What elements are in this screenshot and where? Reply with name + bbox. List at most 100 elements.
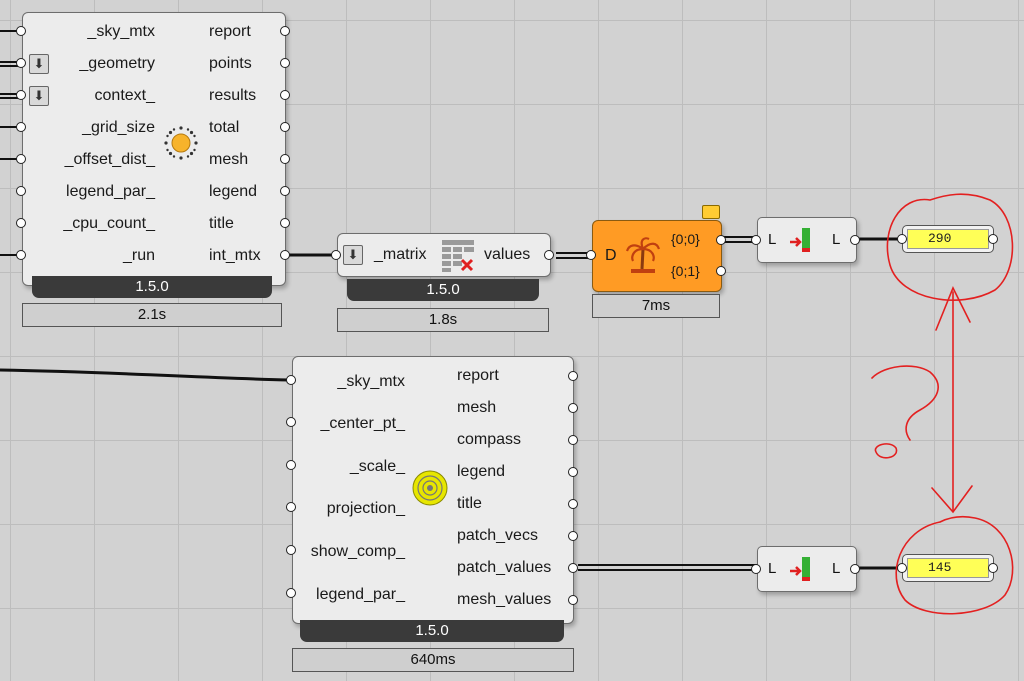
panel-top[interactable]: 290 [902,225,994,253]
sky-dome-icon [412,470,448,506]
output-title[interactable]: title [209,215,234,232]
input-context[interactable]: context_ [94,87,155,104]
port-in-legend-par[interactable] [286,588,296,598]
port-in-run[interactable] [16,250,26,260]
annotation-question-mark [871,365,939,441]
list-length-component-bottom[interactable]: L L [757,546,857,592]
port-in-d[interactable] [586,250,596,260]
input-sky-mtx[interactable]: _sky_mtx [337,373,405,390]
input-l[interactable]: L [768,231,777,248]
warning-flag-icon[interactable] [702,205,720,219]
output-l[interactable]: L [832,231,841,248]
port-out-mesh[interactable] [280,154,290,164]
port-panel-out[interactable] [988,563,998,573]
port-out-title[interactable] [280,218,290,228]
output-values[interactable]: values [484,246,531,263]
port-out-patch-values[interactable] [568,563,578,573]
port-in-show-comp[interactable] [286,545,296,555]
port-in-l[interactable] [751,235,761,245]
output-legend[interactable]: legend [209,183,258,200]
port-panel-in[interactable] [897,234,907,244]
input-scale[interactable]: _scale_ [349,458,405,475]
output-title[interactable]: title [457,495,482,512]
port-out-title[interactable] [568,499,578,509]
port-in-geometry[interactable] [16,58,26,68]
input-matrix[interactable]: _matrix [374,246,427,263]
input-grid-size[interactable]: _grid_size [82,119,155,136]
output-l[interactable]: L [832,560,841,577]
output-patch-values[interactable]: patch_values [457,559,552,576]
input-center-pt[interactable]: _center_pt_ [320,415,405,432]
panel-value: 145 [907,558,989,578]
input-geometry[interactable]: _geometry [79,55,155,72]
port-out-points[interactable] [280,58,290,68]
port-in-sky-mtx[interactable] [286,375,296,385]
port-out-values[interactable] [544,250,554,260]
port-in-center-pt[interactable] [286,417,296,427]
output-mesh[interactable]: mesh [209,151,249,168]
input-sky-mtx[interactable]: _sky_mtx [87,23,155,40]
sky-dome-component[interactable]: _sky_mtx _center_pt_ _scale_ projection_… [292,356,574,624]
port-in-legend-par[interactable] [16,186,26,196]
port-out-report[interactable] [280,26,290,36]
panel-bottom[interactable]: 145 [902,554,994,582]
input-run[interactable]: _run [122,247,155,264]
port-in-scale[interactable] [286,460,296,470]
matrix-values-component[interactable]: ⬇ _matrix values [337,233,551,277]
port-in-grid-size[interactable] [16,122,26,132]
output-legend[interactable]: legend [457,463,506,480]
port-out-patch-vecs[interactable] [568,531,578,541]
port-out-l[interactable] [850,235,860,245]
input-legend-par[interactable]: legend_par_ [316,586,405,603]
port-in-projection[interactable] [286,502,296,512]
port-in-sky-mtx[interactable] [16,26,26,36]
port-out-mesh-values[interactable] [568,595,578,605]
output-report[interactable]: report [209,23,251,40]
input-l[interactable]: L [768,560,777,577]
port-out-total[interactable] [280,122,290,132]
input-projection[interactable]: projection_ [326,500,405,517]
port-in-l[interactable] [751,564,761,574]
output-int-mtx[interactable]: int_mtx [209,247,261,264]
port-out-compass[interactable] [568,435,578,445]
port-panel-out[interactable] [988,234,998,244]
output-compass[interactable]: compass [457,431,522,448]
orange-component[interactable]: D {0;0} {0;1} [592,220,722,292]
port-out-int-mtx[interactable] [280,250,290,260]
output-branch-0-1[interactable]: {0;1} [671,263,700,279]
port-out-mesh[interactable] [568,403,578,413]
geometry-flatten-icon[interactable]: ⬇ [29,54,49,74]
output-report[interactable]: report [457,367,499,384]
radiation-analysis-component[interactable]: _sky_mtx ⬇ _geometry ⬇ context_ _grid_si… [22,12,286,286]
output-total[interactable]: total [209,119,240,136]
port-out-0-0[interactable] [716,235,726,245]
annotation-arrow-head-top [935,286,971,331]
output-mesh[interactable]: mesh [457,399,497,416]
input-offset-dist[interactable]: _offset_dist_ [64,151,155,168]
input-d[interactable]: D [605,247,617,264]
port-in-context[interactable] [16,90,26,100]
input-legend-par[interactable]: legend_par_ [66,183,155,200]
output-points[interactable]: points [209,55,252,72]
output-results[interactable]: results [209,87,257,104]
output-mesh-values[interactable]: mesh_values [457,591,552,608]
panel-value: 290 [907,229,989,249]
port-out-l[interactable] [850,564,860,574]
port-in-cpu-count[interactable] [16,218,26,228]
port-in-offset[interactable] [16,154,26,164]
runtime-label: 640ms [292,648,574,672]
output-patch-vecs[interactable]: patch_vecs [457,527,538,544]
list-length-component-top[interactable]: L L [757,217,857,263]
port-panel-in[interactable] [897,563,907,573]
input-show-comp[interactable]: show_comp_ [310,543,405,560]
port-in-matrix[interactable] [331,250,341,260]
port-out-results[interactable] [280,90,290,100]
output-branch-0-0[interactable]: {0;0} [671,231,700,247]
context-flatten-icon[interactable]: ⬇ [29,86,49,106]
input-cpu-count[interactable]: _cpu_count_ [63,215,155,232]
port-out-legend[interactable] [280,186,290,196]
port-out-legend[interactable] [568,467,578,477]
port-out-0-1[interactable] [716,266,726,276]
matrix-flatten-icon[interactable]: ⬇ [343,245,363,265]
port-out-report[interactable] [568,371,578,381]
